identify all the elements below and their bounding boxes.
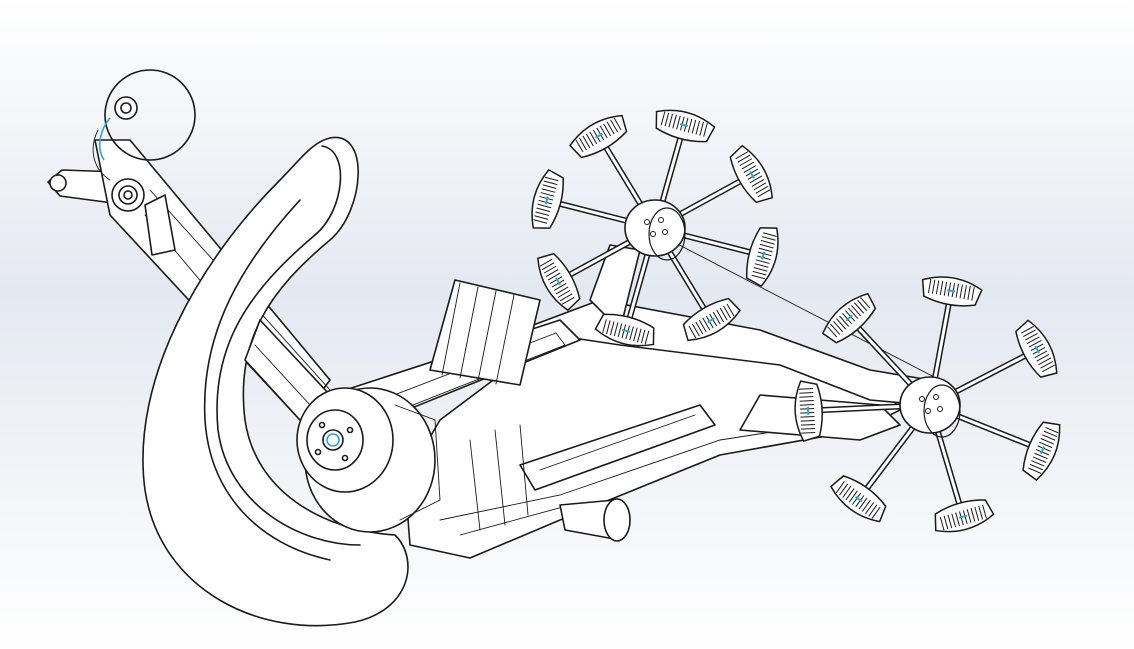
rear-paddle-wheel[interactable]: [794, 273, 1066, 538]
hook-body[interactable]: [142, 136, 409, 627]
front-paddle-wheel[interactable]: [526, 105, 783, 351]
cylinder-stub[interactable]: [559, 498, 631, 542]
drive-pulley[interactable]: [296, 387, 441, 533]
